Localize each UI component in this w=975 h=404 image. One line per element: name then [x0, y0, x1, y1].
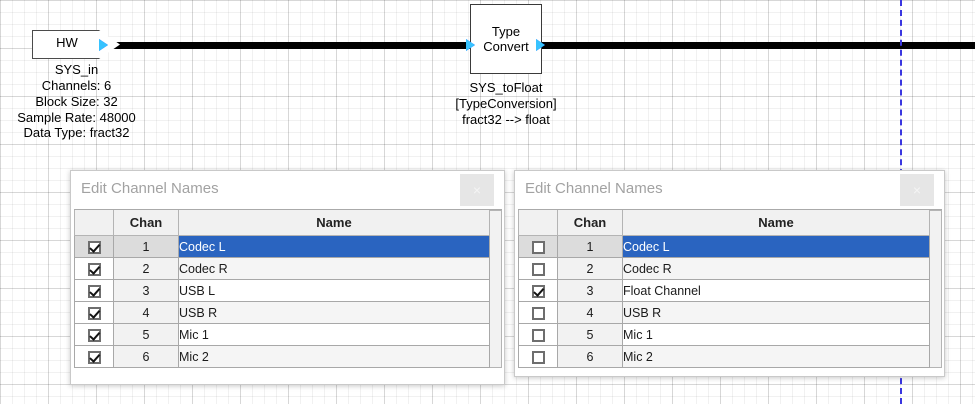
table-header-row: Chan Name	[74, 210, 490, 236]
column-header-checkbox[interactable]	[74, 210, 114, 236]
block-sys-in-caption: SYS_in Channels: 6 Block Size: 32 Sample…	[17, 62, 136, 141]
checkbox-checked-icon[interactable]	[87, 284, 101, 298]
wire-hw-to-type-convert[interactable]	[108, 42, 472, 49]
checkbox-checked-icon[interactable]	[87, 240, 101, 254]
checkbox-unchecked-icon[interactable]	[531, 240, 545, 254]
row-name-cell[interactable]: Codec L	[178, 235, 490, 258]
dialog-right-footer	[515, 368, 944, 376]
row-checkbox-cell[interactable]	[74, 301, 114, 324]
row-checkbox-cell[interactable]	[74, 235, 114, 258]
column-header-checkbox[interactable]	[518, 210, 558, 236]
row-checkbox-cell[interactable]	[518, 345, 558, 368]
port-sys-in-output-icon[interactable]	[99, 39, 108, 51]
row-name-cell[interactable]: USB R	[622, 301, 930, 324]
row-chan-cell: 5	[113, 323, 179, 346]
row-chan-cell: 3	[113, 279, 179, 302]
checkbox-checked-icon[interactable]	[531, 284, 545, 298]
row-checkbox-cell[interactable]	[74, 323, 114, 346]
row-name-cell[interactable]: Codec L	[622, 235, 930, 258]
dialog-left-titlebar[interactable]: Edit Channel Names ×	[71, 171, 504, 209]
row-chan-cell: 1	[557, 235, 623, 258]
dialog-right-title: Edit Channel Names	[525, 180, 663, 197]
row-chan-cell: 1	[113, 235, 179, 258]
row-checkbox-cell[interactable]	[518, 257, 558, 280]
row-checkbox-cell[interactable]	[74, 345, 114, 368]
column-header-name[interactable]: Name	[178, 210, 490, 236]
row-chan-cell: 4	[557, 301, 623, 324]
dialog-right-titlebar[interactable]: Edit Channel Names ×	[515, 171, 944, 209]
checkbox-unchecked-icon[interactable]	[531, 262, 545, 276]
row-chan-cell: 5	[557, 323, 623, 346]
dialog-left-footer	[71, 368, 504, 384]
table-right-scrollbar[interactable]	[930, 210, 942, 368]
row-chan-cell: 6	[557, 345, 623, 368]
row-name-cell[interactable]: USB R	[178, 301, 490, 324]
checkbox-unchecked-icon[interactable]	[531, 306, 545, 320]
close-icon[interactable]: ×	[900, 174, 934, 206]
block-sys-in-label: HW	[56, 35, 78, 50]
row-checkbox-cell[interactable]	[74, 257, 114, 280]
block-type-convert-label-line1: Type	[491, 23, 521, 39]
close-icon[interactable]: ×	[460, 174, 494, 206]
column-header-name[interactable]: Name	[622, 210, 930, 236]
checkbox-checked-icon[interactable]	[87, 262, 101, 276]
block-type-convert[interactable]: Type Convert	[470, 4, 542, 74]
row-chan-cell: 2	[557, 257, 623, 280]
column-header-chan[interactable]: Chan	[113, 210, 179, 236]
dialog-left-title: Edit Channel Names	[81, 180, 219, 197]
row-name-cell[interactable]: Mic 2	[622, 345, 930, 368]
row-name-cell[interactable]: Mic 1	[178, 323, 490, 346]
row-name-cell[interactable]: Codec R	[622, 257, 930, 280]
wire-type-convert-output[interactable]	[540, 42, 975, 49]
table-left-scrollbar[interactable]	[490, 210, 502, 368]
table-header-row: Chan Name	[518, 210, 930, 236]
row-name-cell[interactable]: Codec R	[178, 257, 490, 280]
row-checkbox-cell[interactable]	[518, 235, 558, 258]
row-name-cell[interactable]: USB L	[178, 279, 490, 302]
row-name-cell[interactable]: Mic 1	[622, 323, 930, 346]
block-type-convert-caption: SYS_toFloat [TypeConversion] fract32 -->…	[455, 80, 557, 127]
row-checkbox-cell[interactable]	[518, 323, 558, 346]
checkbox-unchecked-icon[interactable]	[531, 328, 545, 342]
block-type-convert-label-line2: Convert	[483, 39, 529, 54]
row-checkbox-cell[interactable]	[518, 279, 558, 302]
checkbox-checked-icon[interactable]	[87, 350, 101, 364]
checkbox-checked-icon[interactable]	[87, 328, 101, 342]
row-chan-cell: 2	[113, 257, 179, 280]
row-checkbox-cell[interactable]	[74, 279, 114, 302]
column-header-chan[interactable]: Chan	[557, 210, 623, 236]
port-type-convert-output-icon[interactable]	[536, 39, 545, 51]
row-chan-cell: 6	[113, 345, 179, 368]
row-chan-cell: 3	[557, 279, 623, 302]
checkbox-checked-icon[interactable]	[87, 306, 101, 320]
row-chan-cell: 4	[113, 301, 179, 324]
row-name-cell[interactable]: Float Channel	[622, 279, 930, 302]
row-name-cell[interactable]: Mic 2	[178, 345, 490, 368]
port-type-convert-input-icon[interactable]	[466, 39, 475, 51]
row-checkbox-cell[interactable]	[518, 301, 558, 324]
checkbox-unchecked-icon[interactable]	[531, 350, 545, 364]
